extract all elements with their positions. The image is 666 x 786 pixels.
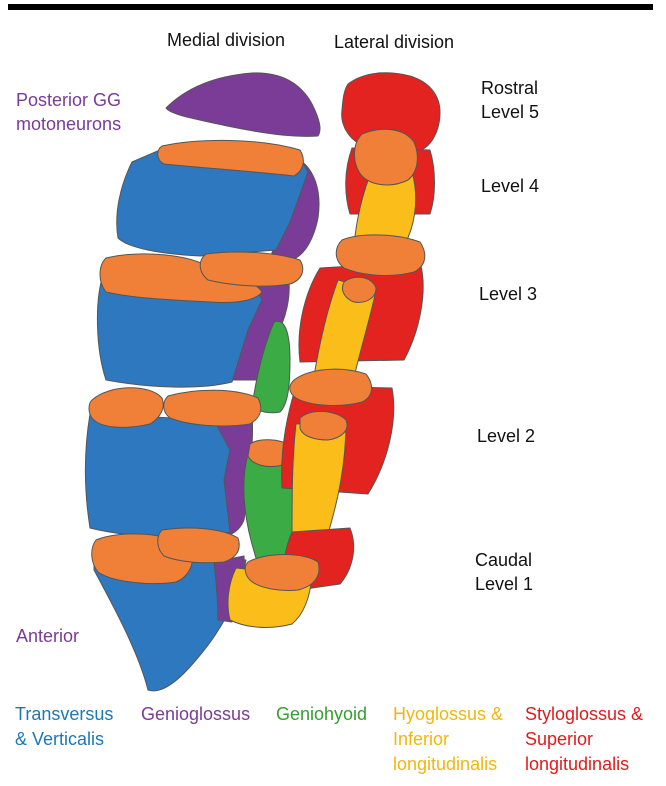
legend-genioglossus-line1: Genioglossus — [141, 702, 250, 727]
genioglossus-level-5 — [166, 73, 320, 136]
cap-hyoglossus-level-3 — [342, 277, 376, 302]
legend-styloglossus-line1: Styloglossus & — [525, 702, 643, 727]
legend-hyoglossus-line2: Inferior — [393, 727, 503, 752]
legend-styloglossus-line3: longitudinalis — [525, 752, 643, 777]
cap-styloglossus-level-3 — [336, 235, 425, 276]
transversus-level-2 — [86, 414, 231, 537]
legend-hyoglossus: Hyoglossus & Inferior longitudinalis — [393, 702, 503, 777]
legend-hyoglossus-line1: Hyoglossus & — [393, 702, 503, 727]
cap-genioglossus-level-1 — [158, 528, 240, 563]
cap-styloglossus-level-2 — [290, 369, 372, 405]
hyoglossus-level-2 — [292, 422, 346, 545]
cap-transversus-level-2 — [89, 388, 163, 428]
legend-geniohyoid-line1: Geniohyoid — [276, 702, 367, 727]
legend-transversus-line2: & Verticalis — [15, 727, 113, 752]
cap-genioglossus-level-3 — [200, 252, 303, 286]
legend-transversus: Transversus & Verticalis — [15, 702, 113, 752]
legend-styloglossus-line2: Superior — [525, 727, 643, 752]
cap-styloglossus-level-4 — [355, 129, 418, 185]
legend-genioglossus: Genioglossus — [141, 702, 250, 727]
legend-transversus-line1: Transversus — [15, 702, 113, 727]
cap-genioglossus-level-2 — [164, 390, 261, 426]
tongue-muscle-diagram — [0, 0, 666, 700]
cap-hyoglossus-level-2 — [300, 411, 347, 440]
legend-geniohyoid: Geniohyoid — [276, 702, 367, 727]
legend-hyoglossus-line3: longitudinalis — [393, 752, 503, 777]
legend-styloglossus: Styloglossus & Superior longitudinalis — [525, 702, 643, 777]
